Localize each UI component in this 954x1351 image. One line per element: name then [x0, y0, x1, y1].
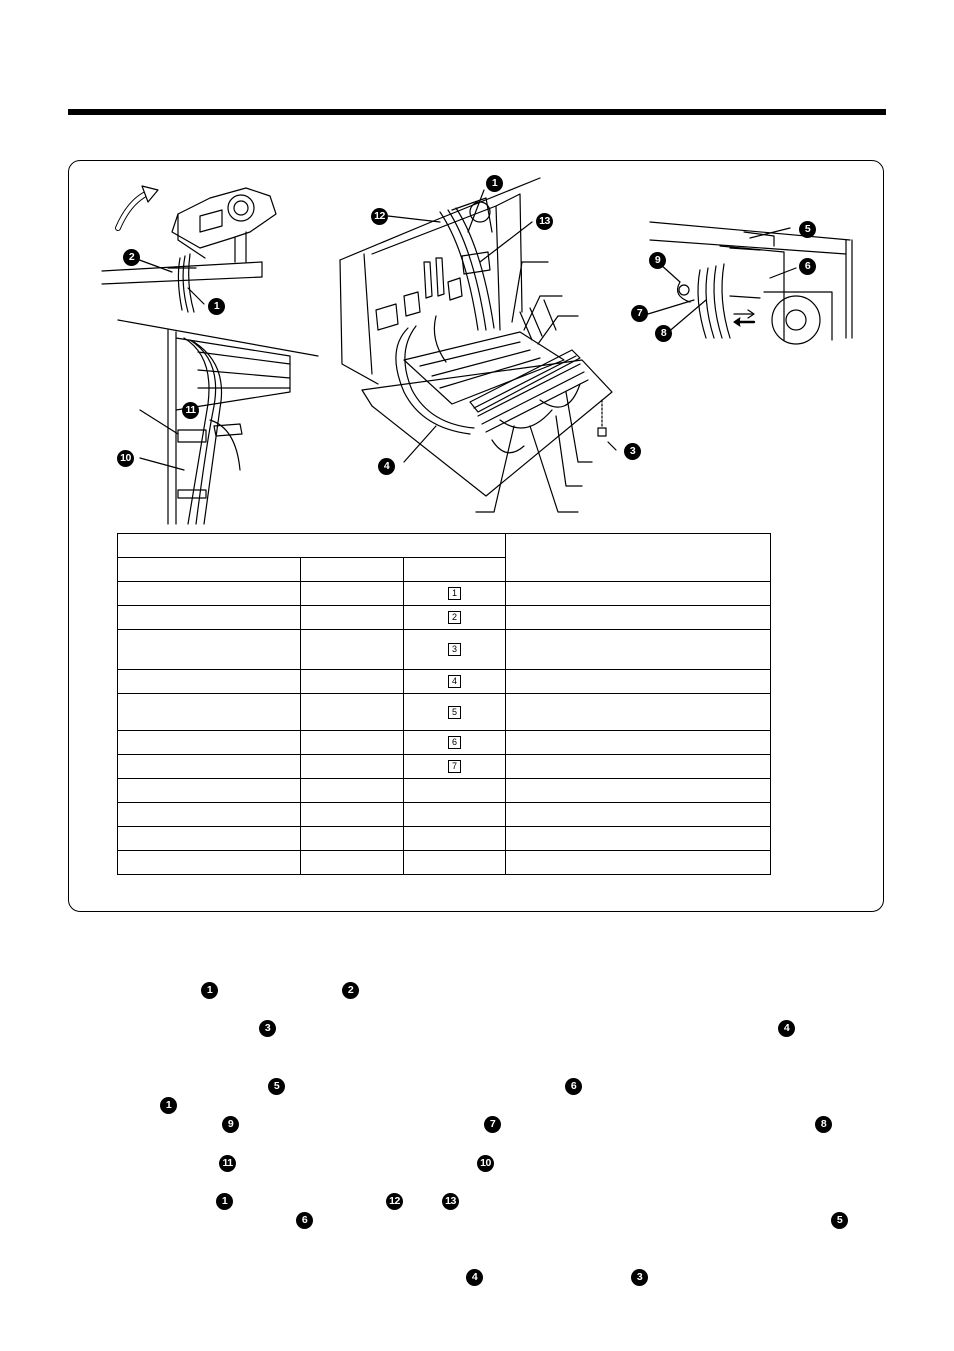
step4-ref-8: 8 [815, 1116, 832, 1133]
row-number: 3 [448, 643, 461, 656]
table-row: 7 [117, 754, 771, 779]
callout-1: 1 [208, 298, 225, 315]
step3-ref-1: 1 [160, 1097, 177, 1114]
table-row: 2 [117, 605, 771, 630]
callout-11: 11 [182, 402, 199, 419]
callout-5: 5 [799, 221, 816, 238]
table-row [117, 826, 771, 851]
table-row [117, 778, 771, 803]
step2-ref-3: 3 [259, 1020, 276, 1037]
connector-table: 1 2 3 4 5 6 7 [117, 533, 771, 875]
step6-ref-1: 1 [216, 1193, 233, 1210]
callout-4: 4 [378, 458, 395, 475]
step6-ref-13: 13 [442, 1193, 459, 1210]
head-tilt-drawing [101, 185, 277, 313]
row-number: 4 [448, 675, 461, 688]
callout-1: 1 [486, 175, 503, 192]
callout-13: 13 [536, 213, 553, 230]
control-box-drawing [339, 177, 617, 513]
callout-7: 7 [631, 305, 648, 322]
step3-ref-6: 6 [565, 1078, 582, 1095]
table-row [117, 850, 771, 875]
callout-3: 3 [624, 443, 641, 460]
step2-ref-4: 4 [778, 1020, 795, 1037]
table-row [117, 802, 771, 827]
header-rule [68, 109, 886, 115]
step1-ref-2: 2 [342, 982, 359, 999]
step7-ref-3: 3 [631, 1269, 648, 1286]
step6-ref-12: 12 [386, 1193, 403, 1210]
row-number: 6 [448, 736, 461, 749]
table-row: 1 [117, 581, 771, 606]
step5-ref-11: 11 [219, 1155, 236, 1172]
stand-interior-drawing [117, 319, 319, 525]
row-number: 5 [448, 705, 461, 719]
step7-ref-4: 4 [466, 1269, 483, 1286]
callout-12: 12 [371, 208, 388, 225]
step6-ref-6: 6 [296, 1212, 313, 1229]
step3-ref-5: 5 [268, 1078, 285, 1095]
step1-ref-1: 1 [201, 982, 218, 999]
step6-ref-5: 5 [831, 1212, 848, 1229]
table-row: 3 [117, 629, 771, 670]
row-number: 1 [448, 587, 461, 600]
row-number: 2 [448, 611, 461, 624]
step4-ref-9: 9 [222, 1116, 239, 1133]
fan-panel-drawing [647, 221, 853, 345]
step5-ref-10: 10 [477, 1155, 494, 1172]
callout-8: 8 [655, 325, 672, 342]
table-row: 4 [117, 669, 771, 694]
callout-10: 10 [117, 450, 134, 467]
table-row: 6 [117, 730, 771, 755]
table-header-row [117, 533, 771, 582]
row-number: 7 [448, 760, 461, 773]
figure-frame [68, 160, 884, 912]
callout-9: 9 [649, 252, 666, 269]
table-row: 5 [117, 693, 771, 731]
table-subheader-row [117, 557, 771, 582]
callout-6: 6 [799, 258, 816, 275]
callout-2: 2 [123, 249, 140, 266]
step4-ref-7: 7 [484, 1116, 501, 1133]
